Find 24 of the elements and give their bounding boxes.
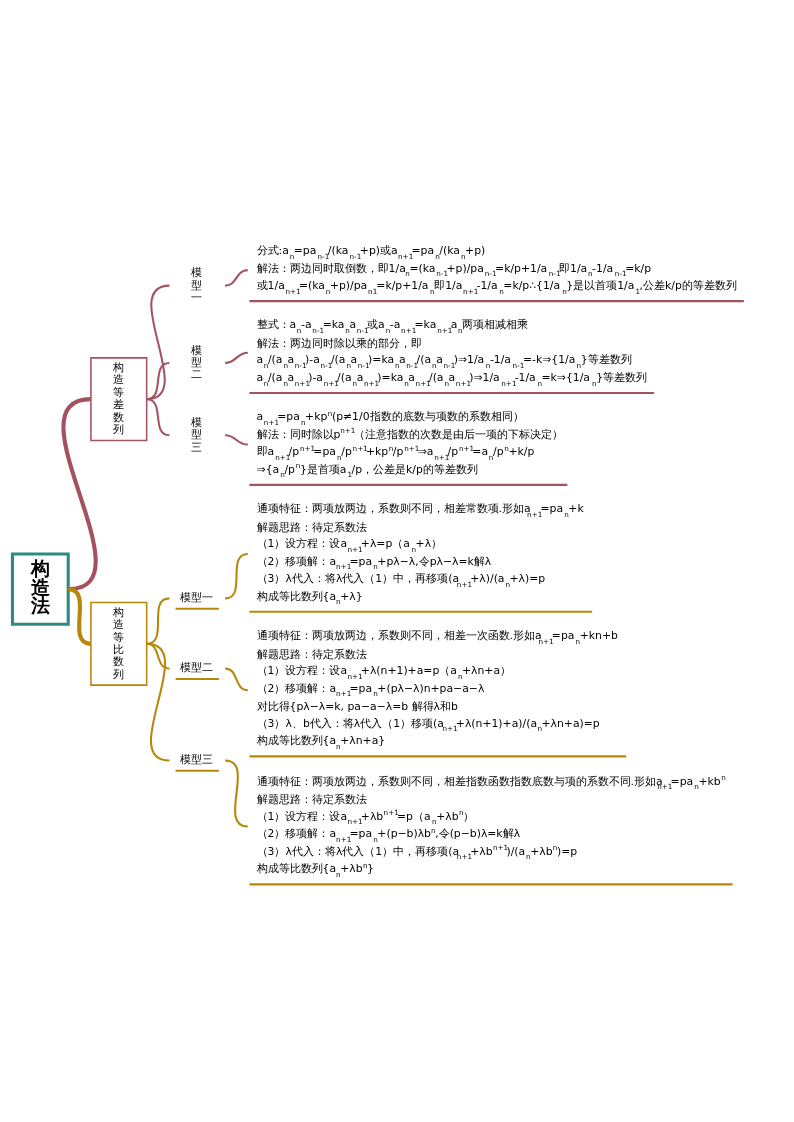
- connector: [224, 758, 249, 828]
- node-text: 模型三: [179, 751, 213, 766]
- node-box: 构造法: [10, 551, 70, 626]
- connector: [61, 396, 98, 591]
- node-box: 构造等差数列: [90, 356, 148, 441]
- node-text: 分式:a$_{n}$=pa$_{n-1}$/(ka$_{n-1}$+p)或a$_{n+1}$=pa$_{n}$/(ka$_{n}$+p) 解法：两边同时取倒数，即1/a$_{n}$=(ka$_{n-1}$+p)/pa$_{n-1}$=k/p+1/a$_{n-1}$即1/a$_{n}$-1/a$_{n-1}$=k/p 或1/a$_{n+1}$=(ka$_{n}$+p)/pa$_{n1}$=k/p+1/a$_{n}$即1/a$_{n+1}$-1/a$_{n}$=k/p∴{1/a$_{n}$}是以首项1/a$_{1}$,公差k/p的等差数列: [256, 243, 737, 296]
- node-box: 构造等比数列: [90, 601, 148, 686]
- connector: [225, 433, 248, 446]
- node-text: a$_{n+1}$=pa$_{n}$+kp$^{n}$(p≠1/0指数的底数与项数的系数相同） 解法：同时除以p$^{n+1}$（注意指数的次数是由后一项的下标决定） 即a$_{n+1}$/p$^{n+1}$=pa$_{n}$/p$^{n+1}$+kp$^{n}$/p$^{n+1}$⇒a$_{n+1}$/p$^{n+1}$=a$_{n}$/p$^{n}$+k/p ⇒{a$_{n}$/p$^{n}$}是首项a$_{1}$/p，公差是k/p的等差数列: [256, 408, 563, 479]
- connector: [225, 268, 248, 287]
- connector: [225, 351, 248, 364]
- node-text: 通项特征：两项放两边，系数则不同，相差指数函数指数底数与项的系数不同.形如a$_{n+1}$=pa$_{n}$+kb$^{n}$ 解题思路：待定系数法 （1）设方程：设a$_{n+1}$+λb$^{n+1}$=p（a$_{n}$+λb$^{n}$） （2）移项解：a$_{n+1}$=pa$_{n}$+(p−b)λb$^{n}$,令(p−b)λ=k解λ （3）λ代入：将λ代入（1）中，再移项(a$_{n+1}$+λb$^{n+1}$)/(a$_{n}$+λb$^{n}$)=p 构成等比数列{a$_{n}$+λb$^{n}$}: [256, 772, 726, 879]
- node-text: 模型三: [191, 414, 203, 454]
- node-text: 通项特征：两项放两边，系数则不同，相差常数项.形如a$_{n+1}$=pa$_{n}$+k 解题思路：待定系数法 （1）设方程：设a$_{n+1}$+λ=p（a$_{n}$+λ） （2）移项解：a$_{n+1}$=pa$_{n}$+pλ−λ,令pλ−λ=k解λ （3）λ代入：将λ代入（1）中，再移项(a$_{n+1}$+λ)/(a$_{n}$+λ)=p 构成等比数列{a$_{n}$+λ}: [256, 501, 584, 606]
- node-text: 整式：a$_{n}$-a$_{n-1}$=ka$_{n}$a$_{n-1}$或a$_{n}$-a$_{n+1}$=ka$_{n+1}$a$_{n}$两项相减相乘 解法：两边同时除以乘的部分，即 a$_{n}$/(a$_{n}$a$_{n-1}$)-a$_{n-1}$/(a$_{n}$a$_{n-1}$)=ka$_{n}$a$_{n-1}$/(a$_{n}$a$_{n-1}$)⇒1/a$_{n}$-1/a$_{n-1}$=-k⇒{1/a$_{n}$}等差数列 a$_{n}$/(a$_{n}$a$_{n+1}$)-a$_{n+1}$/(a$_{n}$a$_{n+1}$)=ka$_{n}$a$_{n+1}$/(a$_{n}$a$_{n+1}$)⇒1/a$_{n+1}$-1/a$_{n}$=k⇒{1/a$_{n}$}等差数列: [256, 317, 648, 387]
- connector: [146, 642, 170, 761]
- connector: [224, 552, 248, 599]
- node-text: 模型一: [179, 589, 213, 604]
- node-text: 模型二: [191, 342, 203, 381]
- connector: [225, 667, 248, 691]
- node-text: 模型二: [179, 659, 213, 674]
- node-text: 通项特征：两项放两边，系数则不同，相差一次函数.形如a$_{n+1}$=pa$_{n}$+kn+b 解题思路：待定系数法 （1）设方程：设a$_{n+1}$+λ(n+1)+a=p（a$_{n}$+λn+a） （2）移项解：a$_{n+1}$=pa$_{n}$+(pλ−λ)n+pa−a−λ 对比得{pλ−λ=k, pa−a−λ=b 解得λ和b （3）λ、b代入：将λ代入（1）移项(a$_{n+1}$+λ(n+1)+a)/(a$_{n}$+λn+a)=p 构成等比数列{a$_{n}$+λn+a}: [256, 628, 618, 751]
- node-text: 模型一: [191, 264, 203, 304]
- connector: [146, 397, 170, 436]
